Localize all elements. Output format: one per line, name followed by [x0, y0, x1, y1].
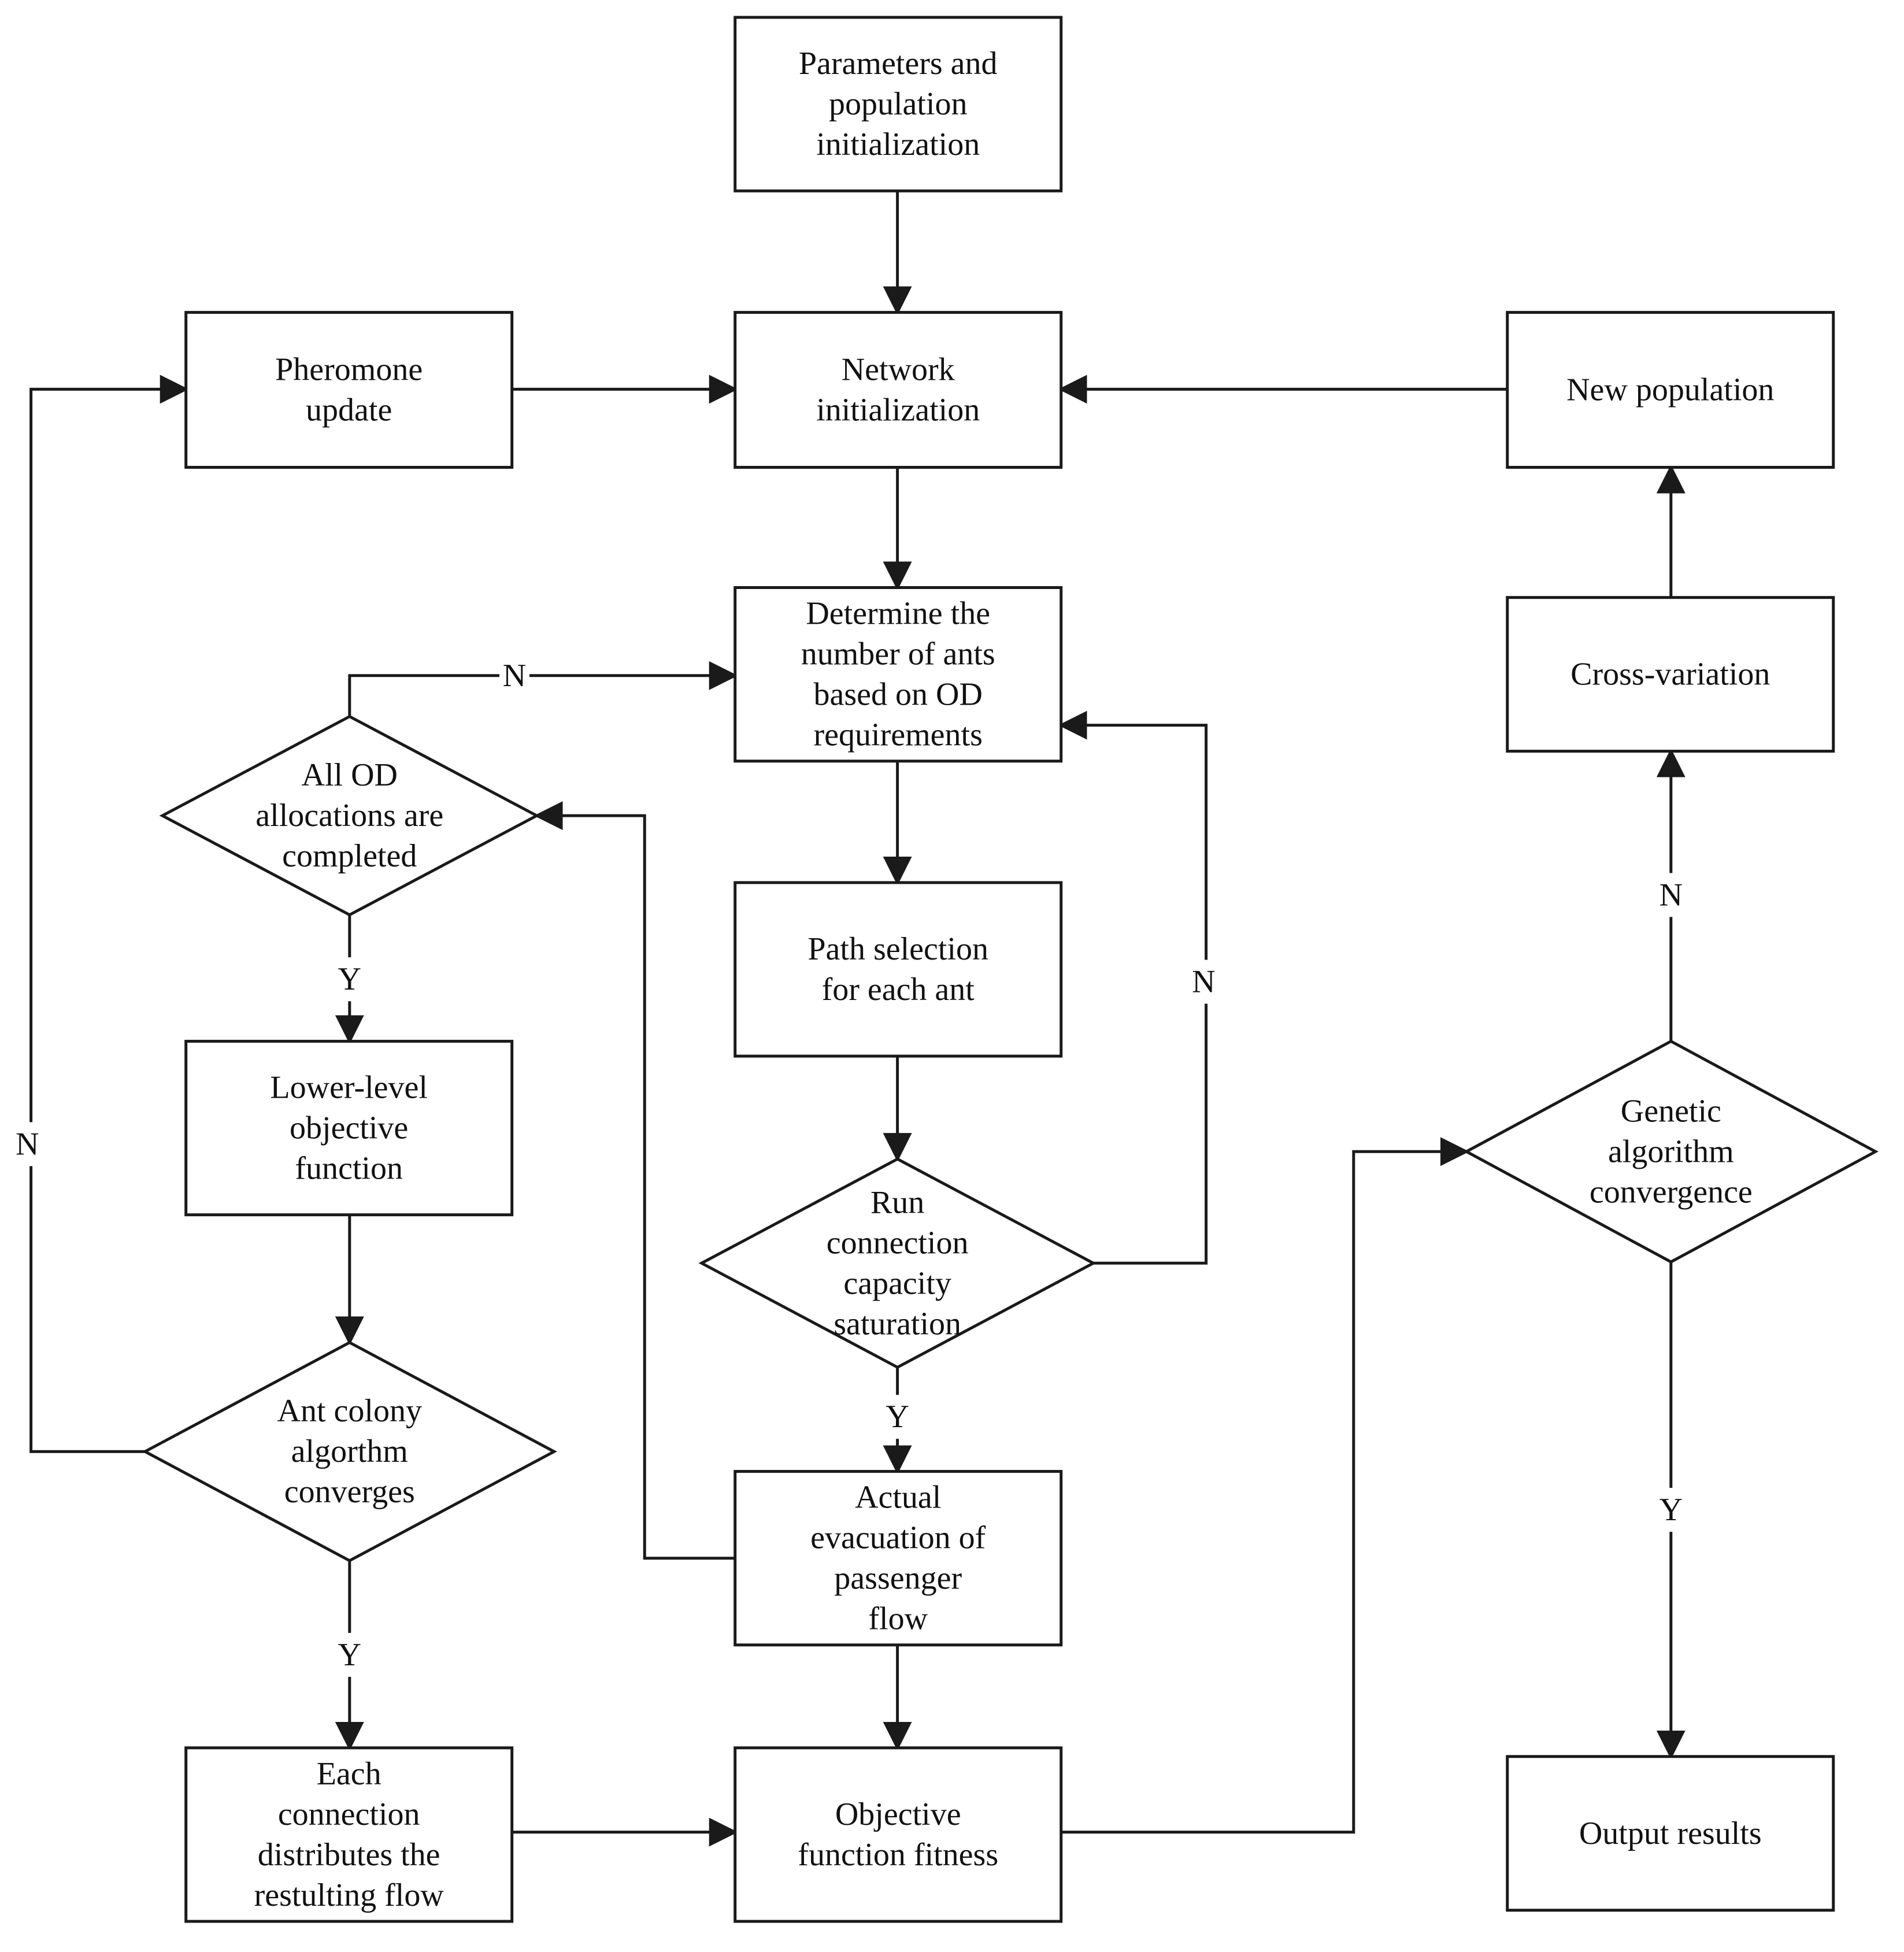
node-label-line: capacity — [843, 1265, 951, 1301]
node-label-line: function fitness — [798, 1837, 998, 1873]
edge-label-background — [334, 1632, 365, 1677]
node-label-line: completed — [282, 838, 417, 874]
edge-label-ga-yes: Y — [1659, 1492, 1683, 1528]
node-label-line: passenger — [834, 1561, 962, 1597]
actual-evacuation-box: Actual evacuation of passenger flow — [734, 1470, 1063, 1647]
node-label-line: flow — [868, 1601, 928, 1637]
edge-label-background — [499, 653, 529, 698]
node-label-line: All OD — [302, 757, 398, 793]
edge-label-aca-yes: Y — [338, 1637, 361, 1673]
path-selection-box: Path selection for each ant — [734, 881, 1063, 1058]
capacity-saturation-decision: Run connection capacity saturation — [698, 1157, 1097, 1369]
node-label-line: distributes the — [258, 1837, 440, 1873]
flow-arrow — [1061, 1137, 1469, 1834]
edge-label-all-od-yes: Y — [338, 961, 361, 997]
node-label-line: Network — [842, 351, 955, 387]
edge-label-saturation-yes: Y — [886, 1399, 909, 1435]
all-od-allocated-decision: All OD allocations are completed — [159, 714, 540, 917]
edge-label-background — [12, 1122, 43, 1166]
node-label-line: algorthm — [291, 1434, 408, 1469]
node-label-line: Ant colony — [277, 1393, 422, 1429]
node-label-line: connection — [278, 1797, 420, 1832]
flow-arrow — [348, 661, 738, 717]
edge-label-saturation-no: N — [1192, 964, 1215, 999]
node-label-line: Output results — [1579, 1816, 1762, 1851]
edge-label-background — [1655, 1488, 1686, 1532]
node-label-line: Lower-level — [270, 1070, 428, 1106]
aca-converges-decision: Ant colony algorthm converges — [142, 1340, 557, 1562]
node-label-line: requirements — [814, 717, 983, 753]
edge-label-background — [334, 957, 365, 1002]
node-label-line: update — [306, 392, 392, 428]
node-label-line: Actual — [855, 1480, 941, 1516]
node-label-line: Genetic — [1621, 1093, 1721, 1129]
flow-arrow — [29, 375, 189, 1453]
node-label-line: Run — [870, 1184, 924, 1220]
cross-variation-box: Cross-variation — [1506, 596, 1835, 753]
node-label-line: for each ant — [822, 972, 975, 1008]
node-label-line: converges — [284, 1474, 415, 1510]
node-label-line: connection — [827, 1225, 969, 1261]
node-label-line: Pheromone — [275, 351, 423, 387]
new-population-box: New population — [1506, 310, 1835, 469]
edge-label-background — [1655, 873, 1686, 917]
node-label-line: Determine the — [806, 596, 990, 632]
flow-arrow — [1058, 710, 1208, 1265]
network-init-box: Network initialization — [734, 310, 1063, 469]
ga-convergence-decision: Genetic algorithm convergence — [1463, 1039, 1879, 1264]
distribute-flow-box: Each connection distributes the restulting … — [184, 1746, 514, 1923]
objective-fitness-box: Objective function fitness — [734, 1746, 1063, 1923]
node-label-line: Parameters and — [799, 46, 998, 82]
node-label-line: allocations are — [255, 798, 443, 834]
node-label-line: saturation — [834, 1306, 961, 1342]
node-label-line: objective — [290, 1110, 408, 1146]
node-label-line: initialization — [816, 392, 980, 428]
flow-arrow — [534, 801, 735, 1560]
edge-label-all-od-no: N — [503, 658, 526, 694]
output-results-box: Output results — [1506, 1755, 1835, 1912]
node-label-line: Objective — [835, 1797, 961, 1832]
edge-label-ga-no: N — [1659, 877, 1683, 913]
node-label-line: evacuation of — [810, 1520, 986, 1556]
node-label-line: Path selection — [807, 931, 988, 967]
node-label-line: Cross-variation — [1570, 657, 1770, 692]
node-label-line: restulting flow — [254, 1877, 444, 1913]
node-label-line: New population — [1566, 372, 1774, 408]
node-label-line: based on OD — [814, 677, 983, 713]
edge-label-background — [882, 1395, 913, 1439]
pheromone-update-box: Pheromone update — [184, 310, 514, 469]
node-label-line: algorithm — [1608, 1134, 1734, 1169]
node-label-line: convergence — [1590, 1174, 1753, 1210]
node-label-line: Each — [317, 1756, 381, 1792]
edge-label-background — [1188, 960, 1219, 1004]
node-label-line: initialization — [816, 127, 980, 162]
node-label-line: population — [829, 86, 968, 122]
node-label-line: function — [295, 1151, 403, 1187]
lower-level-obj-box: Lower-level objective function — [184, 1039, 514, 1217]
edge-label-aca-no: N — [16, 1126, 39, 1162]
determine-ants-box: Determine the number of ants based on OD re… — [734, 586, 1063, 763]
params-init-box: Parameters and population initialization — [734, 16, 1063, 192]
node-label-line: number of ants — [801, 636, 995, 672]
